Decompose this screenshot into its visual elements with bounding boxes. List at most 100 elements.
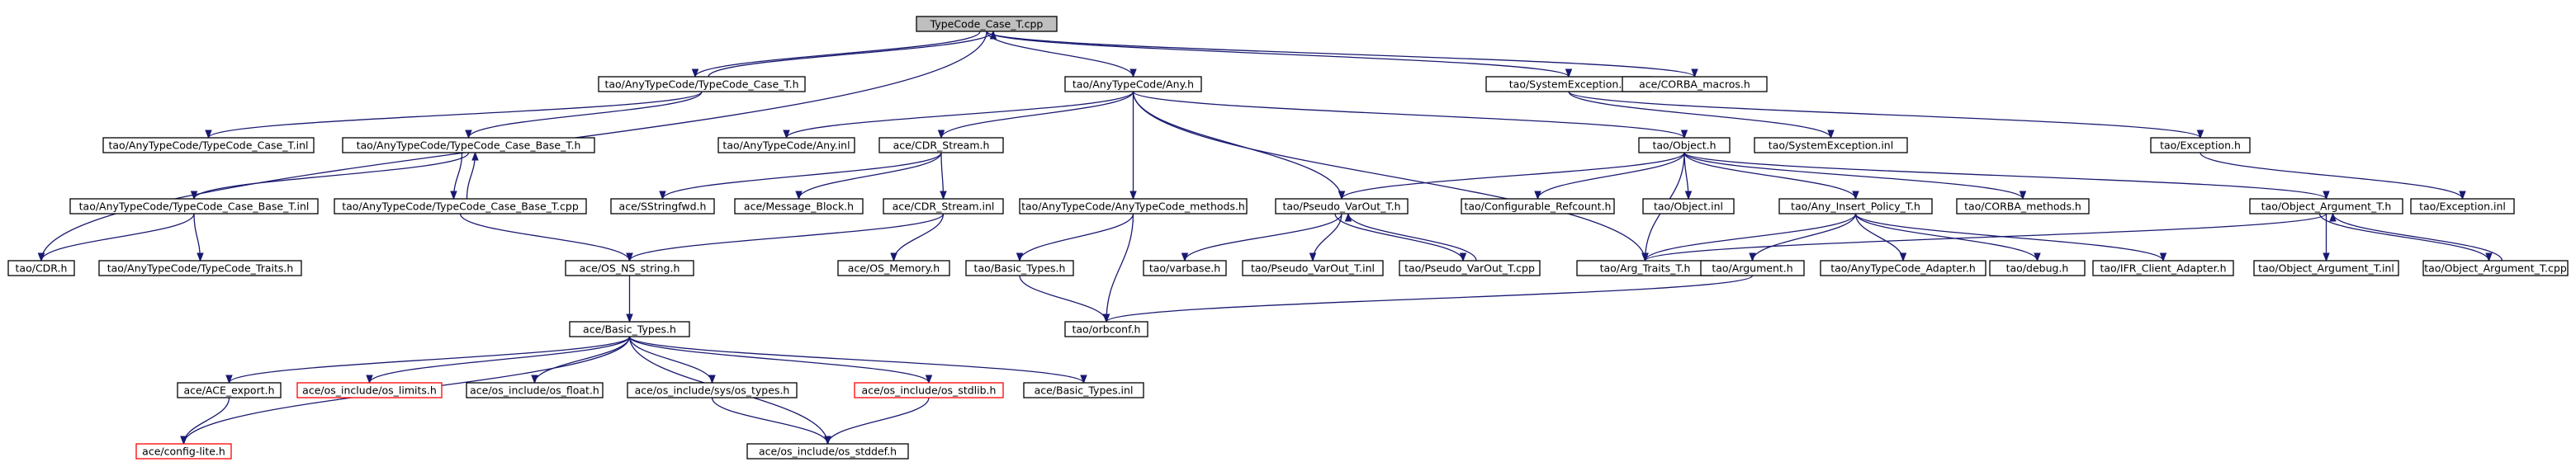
file-node-oat-h[interactable]: tao/Object_Argument_T.h xyxy=(2249,198,2403,214)
file-node-sysexc-h[interactable]: tao/SystemException.h xyxy=(1485,76,1652,92)
edge-arrowhead xyxy=(1016,252,1024,262)
file-node-debug-h[interactable]: tao/debug.h xyxy=(1989,260,2086,276)
file-node-varbase[interactable]: tao/varbase.h xyxy=(1143,260,1227,276)
edge-arrowhead xyxy=(1534,191,1541,200)
file-node-label: tao/IFR_Client_Adapter.h xyxy=(2100,262,2226,275)
file-node-box xyxy=(1700,260,1805,276)
file-node-box xyxy=(2410,198,2515,214)
file-node-basic-types-ace[interactable]: ace/Basic_Types.h xyxy=(569,321,690,337)
edge-anytc_methods-to-orbconf xyxy=(1106,213,1134,323)
file-node-label: tao/Pseudo_VarOut_T.h xyxy=(1282,200,1400,213)
file-node-message-block[interactable]: ace/Message_Block.h xyxy=(734,198,864,214)
file-node-basic-types-inl[interactable]: ace/Basic_Types.inl xyxy=(1023,382,1144,398)
file-node-anytc-methods[interactable]: tao/AnyTypeCode/AnyTypeCode_methods.h xyxy=(1019,198,1248,214)
file-node-cdr-stream-inl[interactable]: ace/CDR_Stream.inl xyxy=(883,198,1004,214)
edge-arrowhead xyxy=(1749,252,1756,262)
file-node-box xyxy=(1989,260,2086,276)
file-node-aipt-h[interactable]: tao/Any_Insert_Policy_T.h xyxy=(1778,198,1933,214)
edge-arrowhead xyxy=(1827,130,1835,139)
file-node-box xyxy=(965,260,1074,276)
file-node-any-h[interactable]: tao/AnyTypeCode/Any.h xyxy=(1064,76,1202,92)
edge-tct_h-to-root xyxy=(708,31,994,78)
file-node-box xyxy=(342,137,595,153)
edge-arrowhead xyxy=(2323,191,2330,200)
file-node-label: tao/Exception.inl xyxy=(2419,200,2506,213)
edge-tcbt_cpp-to-os_ns_string xyxy=(459,213,631,262)
file-node-os-ns-string[interactable]: ace/OS_NS_string.h xyxy=(565,260,694,276)
file-node-cdr-stream-h[interactable]: ace/CDR_Stream.h xyxy=(878,137,1004,153)
file-node-box xyxy=(878,137,1004,153)
file-node-orbconf[interactable]: tao/orbconf.h xyxy=(1064,321,1148,337)
file-node-os-float[interactable]: ace/os_include/os_float.h xyxy=(466,382,604,398)
file-node-arg-traits[interactable]: tao/Arg_Traits_T.h xyxy=(1576,260,1714,276)
edge-pvo_h-to-pvo_cpp xyxy=(1334,213,1464,262)
file-node-sstringfwd[interactable]: ace/SStringfwd.h xyxy=(610,198,715,214)
file-node-label: ace/OS_NS_string.h xyxy=(580,262,680,275)
file-node-tct-inl[interactable]: tao/AnyTypeCode/TypeCode_Case_T.inl xyxy=(102,137,315,153)
file-node-tcbt-cpp[interactable]: tao/AnyTypeCode/TypeCode_Case_Base_T.cpp xyxy=(334,198,587,214)
file-node-pvo-h[interactable]: tao/Pseudo_VarOut_T.h xyxy=(1275,198,1409,214)
edge-arrowhead xyxy=(2329,212,2337,222)
file-node-box xyxy=(7,260,75,276)
file-node-root[interactable]: TypeCode_Case_T.cpp xyxy=(916,16,1058,32)
file-node-tct-h[interactable]: tao/AnyTypeCode/TypeCode_Case_T.h xyxy=(598,76,806,92)
edge-arrowhead xyxy=(450,191,457,200)
file-node-label: tao/AnyTypeCode/Any.inl xyxy=(722,139,850,152)
file-node-object-inl[interactable]: tao/Object.inl xyxy=(1642,198,1735,214)
file-node-label: ace/os_include/sys/os_types.h xyxy=(635,384,790,397)
edge-arrowhead xyxy=(1129,191,1137,200)
edge-object_h-to-oat_h xyxy=(1683,152,2327,200)
file-node-conf-refcount[interactable]: tao/Configurable_Refcount.h xyxy=(1461,198,1615,214)
file-node-box xyxy=(1956,198,2090,214)
file-node-exception-inl[interactable]: tao/Exception.inl xyxy=(2410,198,2515,214)
file-node-any-inl[interactable]: tao/AnyTypeCode/Any.inl xyxy=(717,137,855,153)
edge-arrowhead xyxy=(1309,252,1317,262)
edge-arrowhead xyxy=(940,191,947,200)
file-node-box xyxy=(102,137,315,153)
edge-aipt_h-to-ifr_client xyxy=(1854,213,2164,262)
file-node-corba-methods[interactable]: tao/CORBA_methods.h xyxy=(1956,198,2090,214)
file-node-pvo-inl[interactable]: tao/Pseudo_VarOut_T.inl xyxy=(1242,260,1384,276)
file-node-pvo-cpp[interactable]: tao/Pseudo_VarOut_T.cpp xyxy=(1399,260,1541,276)
file-node-label: TypeCode_Case_T.cpp xyxy=(930,18,1044,31)
file-node-basic-types-tao[interactable]: tao/Basic_Types.h xyxy=(965,260,1074,276)
file-node-exception-h[interactable]: tao/Exception.h xyxy=(2150,137,2251,153)
file-node-os-limits[interactable]: ace/os_include/os_limits.h xyxy=(296,382,443,398)
file-node-label: tao/AnyTypeCode/TypeCode_Case_Base_T.h xyxy=(357,139,581,152)
file-node-label: tao/AnyTypeCode/TypeCode_Case_T.h xyxy=(604,78,798,91)
file-node-object-h[interactable]: tao/Object.h xyxy=(1638,137,1731,153)
edge-arrowhead xyxy=(925,375,933,384)
file-node-argument-h[interactable]: tao/Argument.h xyxy=(1700,260,1805,276)
edge-arrowhead xyxy=(1565,68,1573,78)
file-node-ifr-client[interactable]: tao/IFR_Client_Adapter.h xyxy=(2092,260,2234,276)
file-node-os-memory[interactable]: ace/OS_Memory.h xyxy=(837,260,950,276)
file-node-box xyxy=(1019,198,1248,214)
edge-tcbt_inl-to-cdr_h xyxy=(40,213,195,262)
edge-sysexc_h-to-exception_h xyxy=(1568,91,2201,139)
file-node-sysexc-inl[interactable]: tao/SystemException.inl xyxy=(1754,137,1908,153)
file-node-config-lite[interactable]: ace/config-lite.h xyxy=(135,443,232,460)
file-node-box xyxy=(746,443,909,460)
edge-arrowhead xyxy=(2196,130,2204,139)
edge-exception_h-to-exception_inl xyxy=(2200,152,2464,200)
file-node-corba-macros[interactable]: ace/CORBA_macros.h xyxy=(1622,76,1768,92)
file-node-os-sys-types[interactable]: ace/os_include/sys/os_types.h xyxy=(627,382,798,398)
file-node-ace-export[interactable]: ace/ACE_export.h xyxy=(177,382,282,398)
file-node-oat-inl[interactable]: tao/Object_Argument_T.inl xyxy=(2253,260,2399,276)
edge-aipt_h-to-debug_h xyxy=(1854,213,2039,262)
file-node-box xyxy=(1622,76,1768,92)
file-node-box xyxy=(734,198,864,214)
file-node-os-stddef[interactable]: ace/os_include/os_stddef.h xyxy=(746,443,909,460)
file-node-os-stdlib[interactable]: ace/os_include/os_stdlib.h xyxy=(854,382,1004,398)
file-node-cdr-h[interactable]: tao/CDR.h xyxy=(7,260,75,276)
edge-arrowhead xyxy=(2323,252,2330,262)
file-node-tcbt-h[interactable]: tao/AnyTypeCode/TypeCode_Case_Base_T.h xyxy=(342,137,595,153)
file-node-box xyxy=(1023,382,1144,398)
file-node-tc-traits[interactable]: tao/AnyTypeCode/TypeCode_Traits.h xyxy=(98,260,302,276)
file-node-anytc-adapter[interactable]: tao/AnyTypeCode_Adapter.h xyxy=(1820,260,1986,276)
file-node-box xyxy=(2150,137,2251,153)
file-node-tcbt-inl[interactable]: tao/AnyTypeCode/TypeCode_Case_Base_T.inl xyxy=(69,198,319,214)
edge-aipt_h-to-argument_h xyxy=(1751,213,1857,262)
file-node-box xyxy=(627,382,798,398)
file-node-oat-cpp[interactable]: tao/Object_Argument_T.cpp xyxy=(2422,260,2569,276)
